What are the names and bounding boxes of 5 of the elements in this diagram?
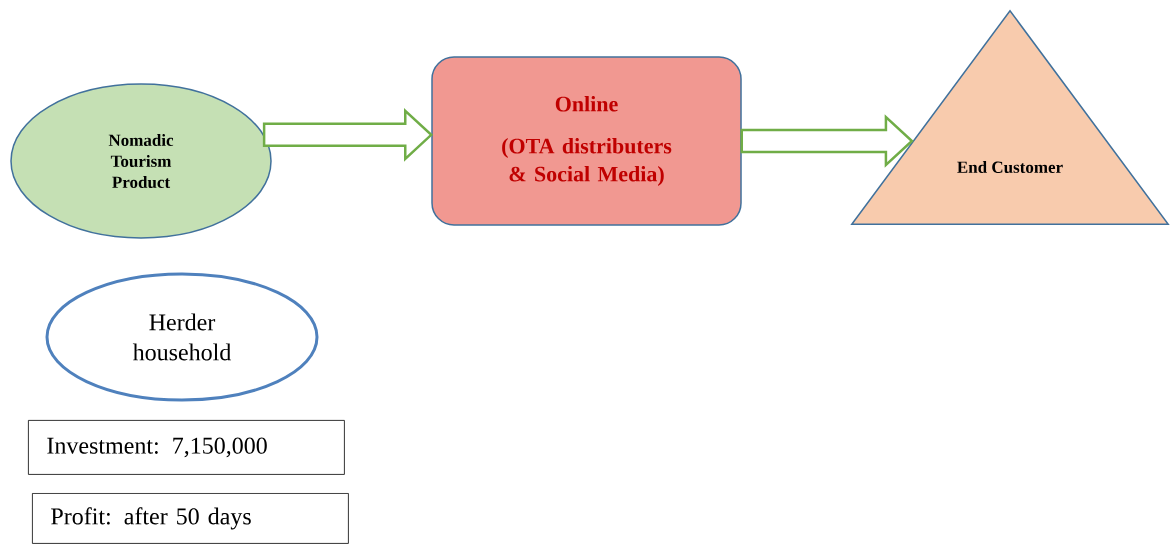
profit-box: Profit: after 50 days (32, 493, 349, 544)
investment-box: Investment: 7,150,000 (28, 420, 345, 475)
channel-box: Online (OTA distributers & Social Media) (431, 56, 742, 226)
block-arrow (262, 107, 434, 162)
block-arrow (740, 114, 914, 168)
